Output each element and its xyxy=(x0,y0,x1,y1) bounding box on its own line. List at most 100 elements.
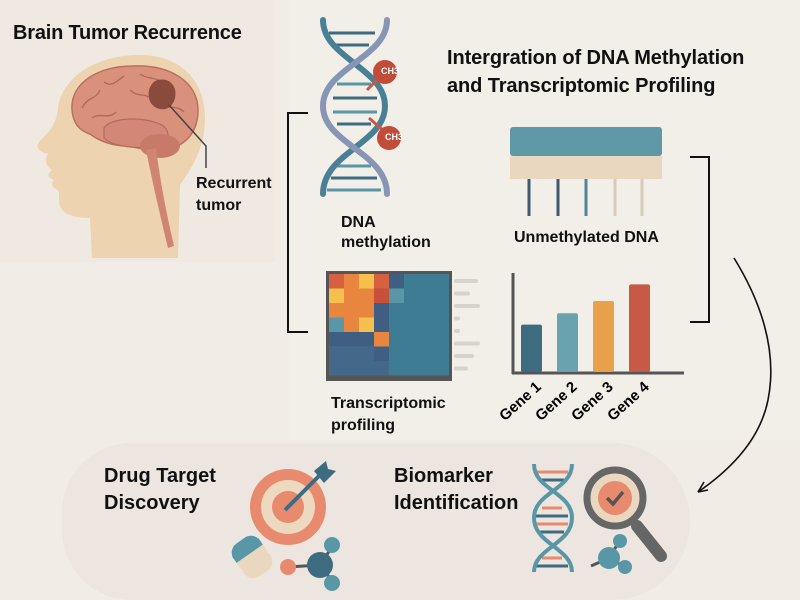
heatmap-cell xyxy=(434,332,449,347)
spinal-cord xyxy=(146,148,174,248)
heatmap-cell xyxy=(344,288,359,303)
heatmap-cell xyxy=(389,332,404,347)
integration-title-line1: Intergration of DNA Methylation xyxy=(447,47,745,69)
heatmap-cell xyxy=(344,303,359,318)
heatmap-cell xyxy=(389,288,404,303)
tumor-label-line1: Recurrent xyxy=(196,175,272,192)
heatmap-cell xyxy=(404,332,419,347)
drug-target-label-line2: Discovery xyxy=(104,492,200,514)
check-icon xyxy=(605,490,625,507)
heatmap-cell xyxy=(329,346,344,361)
magnifier-check-icon xyxy=(583,466,667,574)
drug-target-icon xyxy=(231,461,340,591)
left-bracket xyxy=(287,112,308,333)
heatmap-cell xyxy=(344,361,359,376)
heatmap-cell xyxy=(389,274,404,289)
dna-block-top xyxy=(510,127,662,156)
heatmap-cell xyxy=(374,303,389,318)
heatmap-cell xyxy=(404,361,419,376)
heatmap-cell xyxy=(419,274,434,289)
heatmap-cell xyxy=(359,288,374,303)
integration-title-line2: and Transcriptomic Profiling xyxy=(447,75,716,97)
helix-strand-b xyxy=(319,17,390,197)
biomarker-helix-strand-a xyxy=(532,463,575,573)
drug-target-label: Drug Target Discovery xyxy=(104,463,216,517)
heatmap-cell xyxy=(434,274,449,289)
right-bracket xyxy=(690,156,710,323)
heatmap-row-bar xyxy=(454,354,474,358)
heatmap-cell xyxy=(389,317,404,332)
heatmap-cell xyxy=(359,317,374,332)
outcomes-panel xyxy=(62,443,690,600)
heatmap-cell xyxy=(374,288,389,303)
bar-2 xyxy=(557,313,578,372)
heatmap-cell xyxy=(344,346,359,361)
heatmap-row-bar xyxy=(454,329,460,333)
dna-helix-icon xyxy=(319,17,401,197)
heatmap-cell xyxy=(329,303,344,318)
heatmap-row-bar xyxy=(454,341,480,346)
unmethylated-dna-label: Unmethylated DNA xyxy=(514,229,659,246)
heatmap-cell xyxy=(404,303,419,318)
heatmap-cell xyxy=(344,274,359,289)
heatmap-cell xyxy=(419,288,434,303)
dart-shaft xyxy=(283,473,322,512)
heatmap-cell xyxy=(359,274,374,289)
heatmap-cell xyxy=(374,346,389,361)
helix-rungs xyxy=(327,31,381,192)
tumor-leader-line xyxy=(168,104,207,168)
magnifier-handle xyxy=(631,520,667,562)
heatmap-cell xyxy=(419,332,434,347)
check-circle xyxy=(598,481,632,515)
methyl-group-2 xyxy=(377,126,401,150)
bar-3 xyxy=(593,301,614,372)
heatmap-cell xyxy=(434,303,449,318)
heatmap-cell xyxy=(329,288,344,303)
dna-block-bottom xyxy=(510,156,662,179)
heatmap-row-bar xyxy=(454,291,470,296)
heatmap-cell xyxy=(344,317,359,332)
brain-section-title: Brain Tumor Recurrence xyxy=(13,22,242,44)
biomarker-label-line2: Identification xyxy=(394,492,519,514)
heatmap-row-bar xyxy=(454,279,478,283)
heatmap-cell xyxy=(389,303,404,318)
heatmap-cell xyxy=(344,332,359,347)
tumor-label-line2: tumor xyxy=(196,197,242,214)
heatmap-cell xyxy=(359,361,374,376)
heatmap-cell xyxy=(389,346,404,361)
heatmap-cell xyxy=(374,317,389,332)
biomarker-label: Biomarker Identification xyxy=(394,463,518,517)
heatmap-cell xyxy=(374,274,389,289)
tumor xyxy=(148,79,176,110)
bar-4 xyxy=(629,284,650,372)
cerebellum xyxy=(140,134,180,158)
biomarker-molecule-icon xyxy=(590,534,632,574)
biomarker-label-line1: Biomarker xyxy=(394,465,493,487)
heatmap-cell xyxy=(404,346,419,361)
x-tick-label: Gene 4 xyxy=(604,378,653,425)
molecule-icon xyxy=(280,537,340,591)
dna-methylation-label-line1: DNA xyxy=(341,214,376,231)
transcriptomic-label-line1: Transcriptomic xyxy=(331,395,446,412)
heatmap-cell xyxy=(389,361,404,376)
methyl-group-1 xyxy=(373,60,397,84)
heatmap-cell xyxy=(434,361,449,376)
heatmap-cell xyxy=(434,346,449,361)
methyl-group-1-label: CH3 xyxy=(380,66,399,76)
heatmap-cell xyxy=(434,317,449,332)
heatmap-row-bar xyxy=(454,304,480,308)
methyl-group-2-label: CH3 xyxy=(384,132,403,142)
heatmap-row-bar xyxy=(454,366,468,371)
heatmap-cell xyxy=(419,361,434,376)
heatmap-cell xyxy=(329,317,344,332)
heatmap-cell xyxy=(374,332,389,347)
heatmap-cell xyxy=(329,274,344,289)
heatmap-cell xyxy=(359,332,374,347)
heatmap-cell xyxy=(404,274,419,289)
heatmap-cell xyxy=(419,346,434,361)
heatmap-cell xyxy=(404,288,419,303)
biomarker-dna-icon xyxy=(531,463,575,573)
heatmap-row-bar xyxy=(454,316,460,321)
flow-arrow xyxy=(697,257,772,493)
